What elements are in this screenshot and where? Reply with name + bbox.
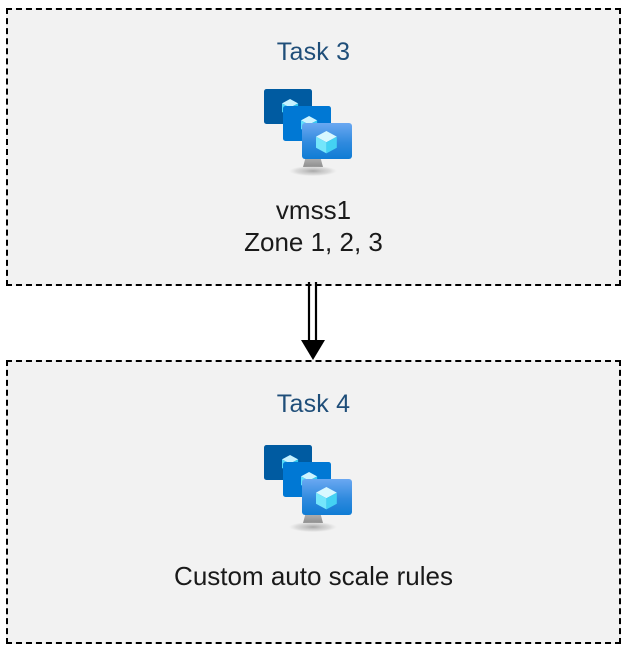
vm-scale-set-icon	[263, 89, 352, 177]
task-box-content: Task 4	[8, 362, 619, 642]
task-box-content: Task 3	[8, 10, 619, 284]
task-label-line: Zone 1, 2, 3	[244, 226, 383, 257]
connector-arrow-task3-to-task4	[301, 282, 325, 360]
task-label-line: vmss1	[275, 195, 352, 225]
arrowhead-icon	[301, 340, 325, 360]
task-box-task4[interactable]: Task 4	[6, 360, 621, 644]
vm-scale-set-icon	[263, 445, 352, 533]
task-label-line: Custom auto scale rules	[174, 561, 453, 591]
task-title: Task 4	[276, 390, 351, 418]
task-title: Task 3	[276, 38, 351, 66]
task-labels: vmss1 Zone 1, 2, 3	[244, 195, 383, 258]
task-labels: Custom auto scale rules	[174, 561, 453, 593]
task-box-task3[interactable]: Task 3	[6, 8, 621, 286]
